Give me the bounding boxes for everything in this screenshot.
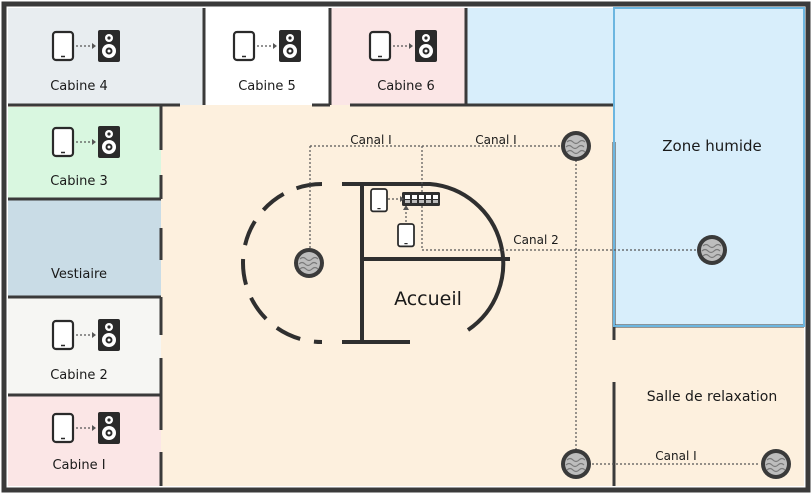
room-cabine-5 xyxy=(204,8,330,105)
ceiling-speaker-icon xyxy=(560,130,592,162)
zone-humide-border xyxy=(613,7,805,327)
ceiling-speaker-icon xyxy=(560,448,592,480)
tablet-icon xyxy=(232,30,256,62)
speaker-icon xyxy=(415,30,437,62)
ceiling-speaker-icon xyxy=(293,247,325,279)
label-channel-top-right: Canal I xyxy=(475,133,516,147)
ceiling-speaker-icon xyxy=(696,234,728,266)
tablet-icon xyxy=(51,30,75,62)
tablet-icon xyxy=(370,188,388,213)
label-salle-relaxation: Salle de relaxation xyxy=(647,389,777,405)
label-cabine-5: Cabine 5 xyxy=(238,79,296,94)
room-upper-right xyxy=(466,8,614,105)
speaker-icon xyxy=(98,126,120,158)
cabine-2-devices xyxy=(51,319,120,351)
room-cabine-1 xyxy=(8,395,161,486)
tablet-icon xyxy=(51,319,75,351)
reception-desk xyxy=(342,182,510,344)
network-switch-icon xyxy=(402,192,440,206)
room-cabine-6 xyxy=(330,8,466,105)
lounge-dashed-outline xyxy=(241,182,323,344)
cabine-1-devices xyxy=(51,412,120,444)
speaker-icon xyxy=(98,412,120,444)
reception-devices xyxy=(370,188,440,248)
label-channel-top-left: Canal I xyxy=(350,133,391,147)
room-vestiaire xyxy=(8,199,161,297)
tablet-icon xyxy=(51,126,75,158)
room-zone-humide xyxy=(614,8,804,326)
speaker-icon xyxy=(98,30,120,62)
speaker-icon xyxy=(279,30,301,62)
ceiling-speaker-icon xyxy=(760,448,792,480)
label-accueil: Accueil xyxy=(394,288,462,310)
label-channel-bottom: Canal I xyxy=(655,449,696,463)
cabine-6-devices xyxy=(368,30,437,62)
label-channel-middle: Canal 2 xyxy=(513,233,558,247)
label-cabine-3: Cabine 3 xyxy=(50,174,108,189)
cabine-4-devices xyxy=(51,30,120,62)
label-cabine-4: Cabine 4 xyxy=(50,79,108,94)
tablet-icon xyxy=(51,412,75,444)
label-vestiaire: Vestiaire xyxy=(51,267,107,282)
label-cabine-2: Cabine 2 xyxy=(50,368,108,383)
tablet-icon xyxy=(397,223,415,248)
cabine-5-devices xyxy=(232,30,301,62)
cabine-3-devices xyxy=(51,126,120,158)
room-cabine-3 xyxy=(8,107,161,199)
label-zone-humide: Zone humide xyxy=(662,137,762,155)
tablet-icon xyxy=(368,30,392,62)
label-cabine-6: Cabine 6 xyxy=(377,79,435,94)
room-cabine-2 xyxy=(8,297,161,395)
label-cabine-1: Cabine I xyxy=(52,458,105,473)
speaker-icon xyxy=(98,319,120,351)
